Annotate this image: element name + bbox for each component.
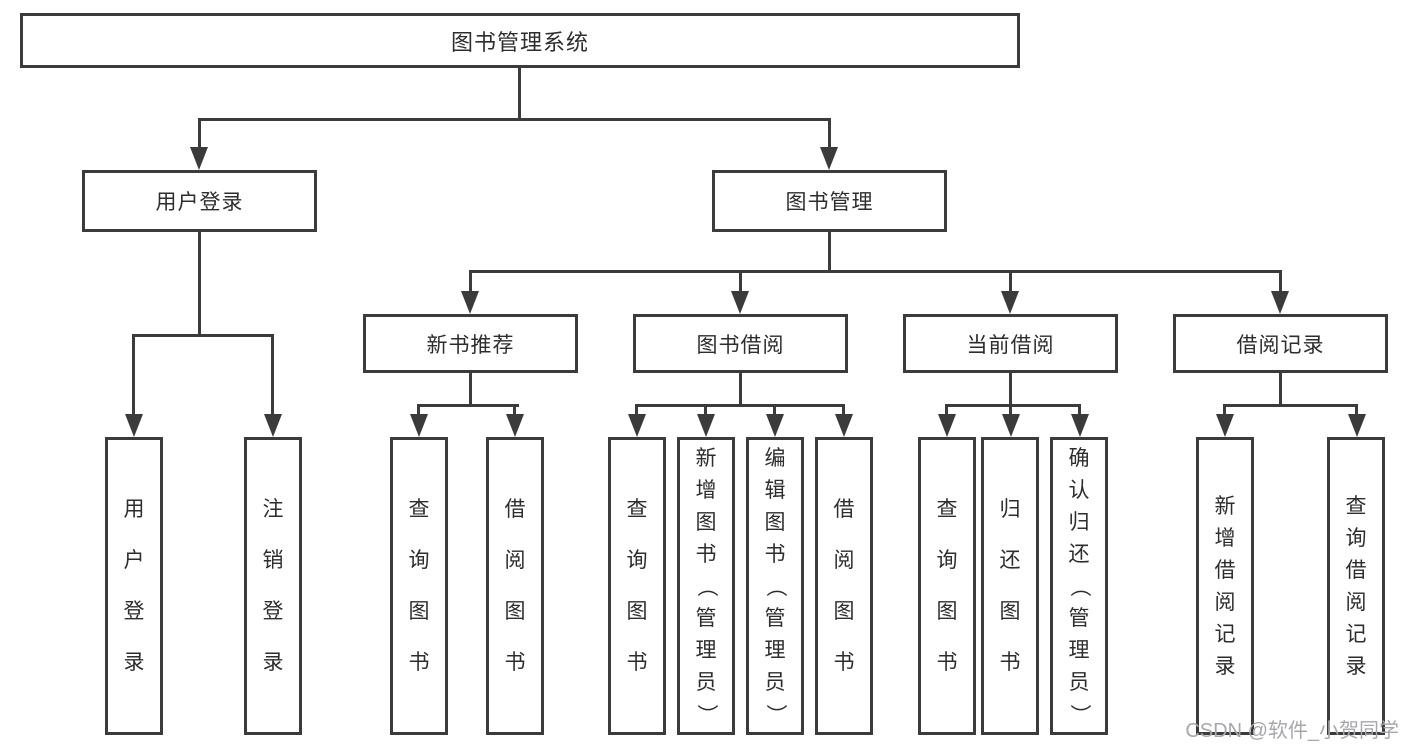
connector-line bbox=[132, 334, 135, 415]
arrowhead-down bbox=[697, 414, 715, 437]
leaf-logout: 注销登录 bbox=[244, 437, 302, 735]
leaf-borrow-books-recommend-label: 借阅图书 bbox=[504, 498, 526, 674]
leaf-add-books-admin: 新增图书（管理员） bbox=[677, 437, 735, 735]
leaf-borrow-books-label: 借阅图书 bbox=[833, 498, 855, 674]
arrowhead-down bbox=[1002, 414, 1020, 437]
leaf-query-books-borrow-label: 查询图书 bbox=[626, 498, 648, 674]
leaf-query-borrow-record-label: 查询借阅记录 bbox=[1345, 494, 1367, 678]
connector-line bbox=[198, 232, 201, 336]
arrowhead-down bbox=[190, 147, 208, 170]
connector-line bbox=[1355, 404, 1358, 415]
connector-line bbox=[739, 373, 742, 407]
node-book-management-label: 图书管理 bbox=[785, 191, 874, 214]
arrowhead-down bbox=[766, 414, 784, 437]
connector-line bbox=[271, 334, 274, 415]
arrowhead-down bbox=[628, 414, 646, 437]
node-new-book-recommendation: 新书推荐 bbox=[363, 314, 578, 373]
node-root: 图书管理系统 bbox=[20, 13, 1020, 68]
connector-line bbox=[773, 404, 776, 415]
arrowhead-down bbox=[1071, 414, 1089, 437]
arrowhead-down bbox=[506, 414, 524, 437]
arrowhead-down bbox=[410, 414, 428, 437]
leaf-user-login: 用户登录 bbox=[105, 437, 163, 735]
leaf-query-borrow-record: 查询借阅记录 bbox=[1327, 437, 1385, 735]
connector-line bbox=[1009, 404, 1012, 415]
arrowhead-down bbox=[938, 414, 956, 437]
node-book-borrowing-label: 图书借阅 bbox=[696, 333, 785, 357]
arrowhead-down bbox=[1348, 414, 1366, 437]
connector-line bbox=[1078, 404, 1081, 415]
node-user-login-label: 用户登录 bbox=[155, 191, 244, 214]
node-current-borrowing-label: 当前借阅 bbox=[966, 333, 1055, 357]
leaf-confirm-return-admin-label: 确认归还（管理员） bbox=[1067, 446, 1091, 725]
connector-line bbox=[469, 270, 1282, 273]
leaf-add-borrow-record-label: 新增借阅记录 bbox=[1214, 494, 1236, 678]
connector-line bbox=[198, 118, 201, 148]
connector-line bbox=[417, 404, 519, 407]
arrowhead-down bbox=[835, 414, 853, 437]
leaf-query-books-recommend-label: 查询图书 bbox=[408, 498, 430, 674]
arrowhead-down bbox=[1216, 414, 1234, 437]
connector-line bbox=[828, 118, 831, 148]
node-borrowing-records-label: 借阅记录 bbox=[1236, 333, 1325, 357]
leaf-edit-books-admin-label: 编辑图书（管理员） bbox=[763, 446, 787, 725]
leaf-query-books-recommend: 查询图书 bbox=[390, 437, 448, 735]
node-book-management: 图书管理 bbox=[712, 170, 947, 232]
connector-line bbox=[198, 118, 831, 121]
arrowhead-down bbox=[731, 291, 749, 314]
connector-line bbox=[1279, 270, 1282, 292]
node-new-book-recommendation-label: 新书推荐 bbox=[426, 333, 515, 357]
leaf-query-books-borrow: 查询图书 bbox=[608, 437, 666, 735]
connector-line bbox=[518, 68, 521, 120]
arrowhead-down bbox=[264, 414, 282, 437]
node-root-label: 图书管理系统 bbox=[450, 29, 589, 55]
arrowhead-down bbox=[820, 147, 838, 170]
connector-line bbox=[828, 232, 831, 272]
connector-line bbox=[704, 404, 707, 415]
connector-line bbox=[417, 404, 420, 415]
node-book-borrowing: 图书借阅 bbox=[633, 314, 848, 373]
leaf-return-books-label: 归还图书 bbox=[999, 498, 1021, 674]
node-user-login: 用户登录 bbox=[82, 170, 317, 232]
connector-line bbox=[945, 404, 1081, 407]
connector-line bbox=[469, 270, 472, 292]
arrowhead-down bbox=[1271, 291, 1289, 314]
connector-line bbox=[1279, 373, 1282, 407]
connector-line bbox=[1223, 404, 1358, 407]
connector-line bbox=[739, 270, 742, 292]
connector-line bbox=[132, 334, 274, 337]
arrowhead-down bbox=[125, 414, 143, 437]
connector-line bbox=[635, 404, 845, 407]
connector-line bbox=[842, 404, 845, 415]
arrowhead-down bbox=[461, 291, 479, 314]
connector-line bbox=[513, 404, 516, 415]
watermark: CSDN @软件_小贺同学 bbox=[1185, 720, 1399, 742]
leaf-logout-label: 注销登录 bbox=[262, 498, 284, 674]
leaf-return-books: 归还图书 bbox=[981, 437, 1039, 735]
connector-line bbox=[1223, 404, 1226, 415]
leaf-add-books-admin-label: 新增图书（管理员） bbox=[694, 446, 718, 725]
leaf-borrow-books-recommend: 借阅图书 bbox=[486, 437, 544, 735]
leaf-add-borrow-record: 新增借阅记录 bbox=[1196, 437, 1254, 735]
connector-line bbox=[1009, 373, 1012, 407]
leaf-borrow-books: 借阅图书 bbox=[815, 437, 873, 735]
leaf-edit-books-admin: 编辑图书（管理员） bbox=[746, 437, 804, 735]
leaf-query-books-current: 查询图书 bbox=[918, 437, 976, 735]
node-current-borrowing: 当前借阅 bbox=[903, 314, 1118, 373]
connector-line bbox=[635, 404, 638, 415]
leaf-confirm-return-admin: 确认归还（管理员） bbox=[1050, 437, 1108, 735]
leaf-user-login-label: 用户登录 bbox=[123, 498, 145, 674]
connector-line bbox=[1009, 270, 1012, 292]
arrowhead-down bbox=[1001, 291, 1019, 314]
connector-line bbox=[469, 373, 472, 407]
node-borrowing-records: 借阅记录 bbox=[1173, 314, 1388, 373]
leaf-query-books-current-label: 查询图书 bbox=[936, 498, 958, 674]
connector-line bbox=[945, 404, 948, 415]
